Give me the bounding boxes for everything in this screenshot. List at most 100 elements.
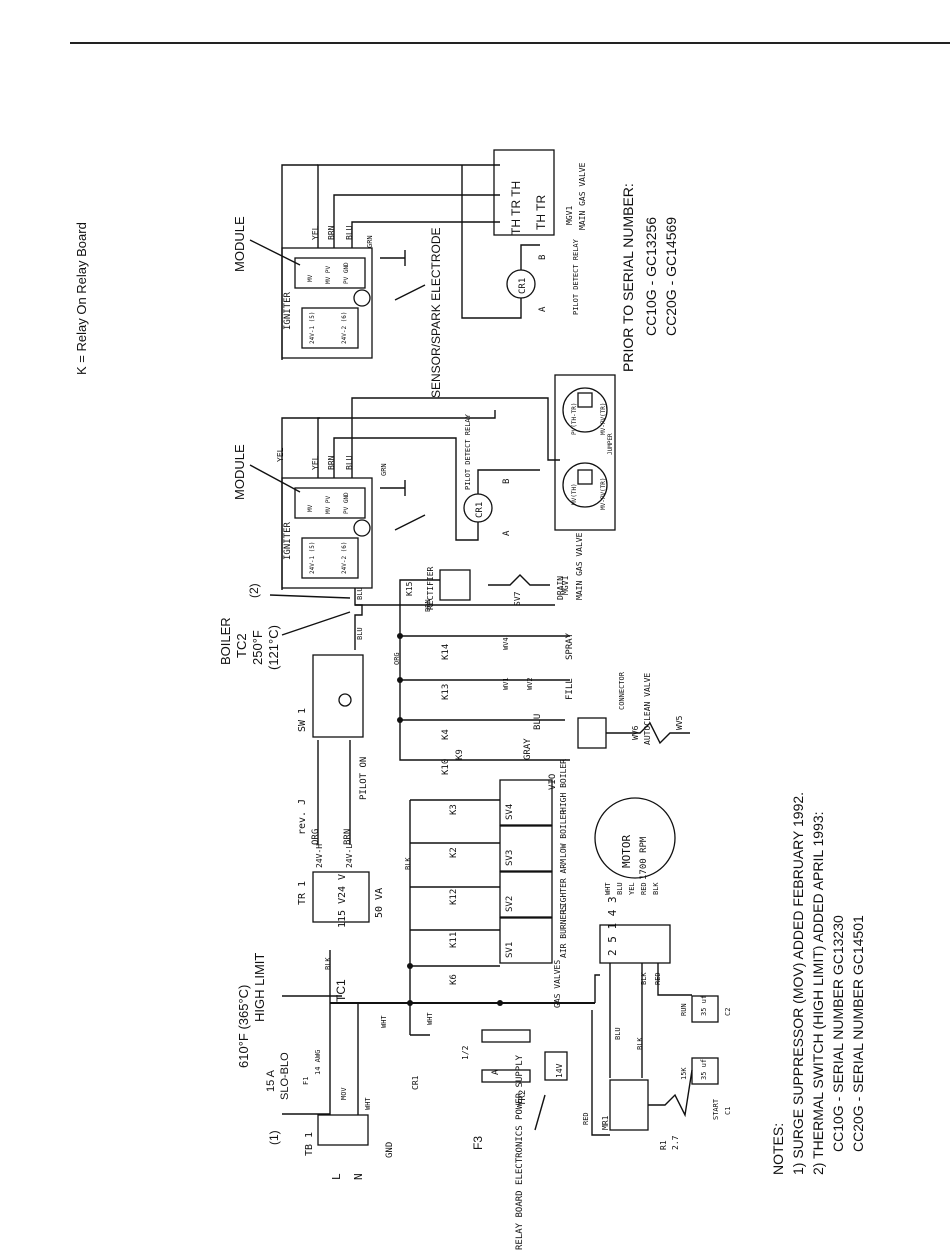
wire-start-res xyxy=(648,1069,693,1118)
line-l: L xyxy=(330,1173,343,1180)
v24-label: 24 V xyxy=(337,874,348,898)
grn-upper: GRN xyxy=(366,235,374,248)
switch-section: SW 1 PILOT ON ORG K14 WV4 SPRAY K13 WV1 … xyxy=(297,605,690,800)
autoclean-label: AUTOCLEAN VALVE xyxy=(643,673,652,745)
module-24v-block-upper xyxy=(301,307,359,349)
blk-motor-b: BLK xyxy=(640,972,648,985)
cr1-label-middle: CR1 xyxy=(475,502,485,518)
rev-j-label: rev. J xyxy=(297,799,308,835)
prior-line-2: CC20G - GC14569 xyxy=(663,217,679,336)
module-arrow-middle xyxy=(249,464,301,493)
tb1-box xyxy=(317,1114,369,1146)
pilot-on-label: PILOT ON xyxy=(359,757,369,800)
sv7-coil xyxy=(488,574,550,586)
sv1-box xyxy=(499,917,553,964)
pilot-detect-middle: PILOT DETECT RELAY xyxy=(464,413,472,490)
red-mr1: RED xyxy=(582,1112,590,1125)
fuse-f3-b xyxy=(481,1069,531,1083)
wht-tb: WHT xyxy=(364,1097,372,1110)
r1-label: R1 xyxy=(659,1140,668,1150)
main-gas-valve-middle: MAIN GAS VALVE xyxy=(575,532,584,600)
v24l-label: 24V-L xyxy=(345,844,354,868)
power-input: 610°F (365°C) HIGH LIMIT TC1 15 A SLO-BL… xyxy=(236,950,600,1250)
cr1-b-middle: B xyxy=(502,479,512,484)
yel-upper: YEL xyxy=(311,225,320,240)
half-label: 1/2 xyxy=(461,1045,470,1060)
mov-label: MOV xyxy=(340,1087,348,1100)
vio-label: VIO xyxy=(548,774,558,790)
wht-right: WHT xyxy=(426,1012,434,1025)
blu-tc2-b: BLU xyxy=(356,627,364,640)
th-tr-upper: TH TR xyxy=(534,195,548,230)
k9-label: K9 xyxy=(455,749,465,760)
r15k-label: 15K xyxy=(680,1067,688,1080)
lighter-arm-label: LIGHTER ARM xyxy=(559,859,568,912)
wv6-coil xyxy=(606,721,690,745)
r27-label: 2.7 xyxy=(671,1135,680,1150)
mvpv-upper: MV PV xyxy=(325,266,332,284)
pv-th-tr: PV(TH-TR) xyxy=(571,402,578,435)
k4-label: K4 xyxy=(441,729,451,740)
wht-motor: WHT xyxy=(604,882,612,895)
org-label-sw1: ORG xyxy=(393,652,401,665)
sv2-label: SV2 xyxy=(505,896,515,912)
blu-k4: BLU xyxy=(533,714,543,730)
yel-middle: YEL xyxy=(311,455,320,470)
v24-2-middle: 24V-2 (6) xyxy=(341,541,348,574)
red-motor: RED xyxy=(640,882,648,895)
v24-1-upper: 24V-1 (5) xyxy=(309,311,316,344)
k2-label: K2 xyxy=(449,847,459,858)
cap-run-box xyxy=(691,995,719,1023)
module-middle: MODULE IGNITER YEL YEL BRN BLU GRN MV MV… xyxy=(232,374,616,600)
main-gas-valve-upper: MAIN GAS VALVE xyxy=(578,162,587,230)
brn-middle: BRN xyxy=(327,455,336,470)
rectifier-box xyxy=(439,569,471,601)
relay-board-ps: RELAY BOARD ELECTRONICS POWER SUPPLY xyxy=(515,1054,525,1250)
a-f3: A xyxy=(491,1069,501,1075)
k11-label: K11 xyxy=(449,932,459,948)
run-label: RUN xyxy=(680,1003,688,1016)
node-main-1 xyxy=(407,1000,413,1006)
blu-upper: BLU xyxy=(345,225,354,240)
v14-label: 14V xyxy=(555,1063,564,1078)
motor-terminal-block xyxy=(599,924,671,964)
k12-label: K12 xyxy=(449,889,459,905)
v115-label: 115 V xyxy=(337,898,348,928)
sv2-box xyxy=(499,871,553,918)
start-label: START xyxy=(712,1098,720,1120)
blu-motor: BLU xyxy=(616,882,624,895)
valve-terminal-1 xyxy=(577,392,593,408)
tc2-arrow xyxy=(281,611,351,636)
mv-middle: MV xyxy=(307,504,314,512)
notes-title: NOTES: xyxy=(770,1123,786,1175)
pvgnd-upper: PV GND xyxy=(343,262,350,284)
tc2-temp-f: 250°F xyxy=(250,630,265,665)
pilot-detect-upper: PILOT DETECT RELAY xyxy=(572,238,580,315)
valve-coil-mv xyxy=(562,462,608,508)
spark-arrow-upper xyxy=(394,284,426,301)
wv4-label: WV4 xyxy=(502,637,510,650)
note-1: 1) SURGE SUPPRESSOR (MOV) ADDED FEBRUARY… xyxy=(790,792,806,1175)
igniter-label-middle: IGNITER xyxy=(283,521,293,560)
fuse-label: 15 A xyxy=(265,1069,277,1092)
note-4: CC20G - SERIAL NUMBER GC14501 xyxy=(850,915,866,1152)
cr1-a-middle: A xyxy=(502,530,512,536)
wire-k15 xyxy=(399,579,440,605)
f3-label: F3 xyxy=(471,1136,485,1150)
module-24v-block-middle xyxy=(301,537,359,579)
sv7-label: SV7 xyxy=(513,591,522,606)
wire-return-upper xyxy=(281,164,318,360)
rpm-label: 1700 RPM xyxy=(639,836,649,880)
jumper-label: JUMPER xyxy=(607,433,614,455)
marker-1: (1) xyxy=(267,1130,281,1145)
notes-block: NOTES: 1) SURGE SUPPRESSOR (MOV) ADDED F… xyxy=(770,792,866,1175)
wire-blu-middle xyxy=(351,397,560,478)
v14-box xyxy=(544,1051,568,1081)
motor-section: MOTOR 1700 RPM 2 5 1 4 3 WHT BLU YEL RED… xyxy=(582,797,732,1150)
yel-motor: YEL xyxy=(628,882,636,895)
boiler-section: RECTIFIER K15 DRAIN SV7 (2) BOILER TC2 2… xyxy=(218,566,565,670)
cr1-label-upper: CR1 xyxy=(518,278,528,294)
node-k6 xyxy=(407,963,413,969)
sv4-label: SV4 xyxy=(505,804,515,820)
connector-label: CONNECTOR xyxy=(618,671,626,710)
